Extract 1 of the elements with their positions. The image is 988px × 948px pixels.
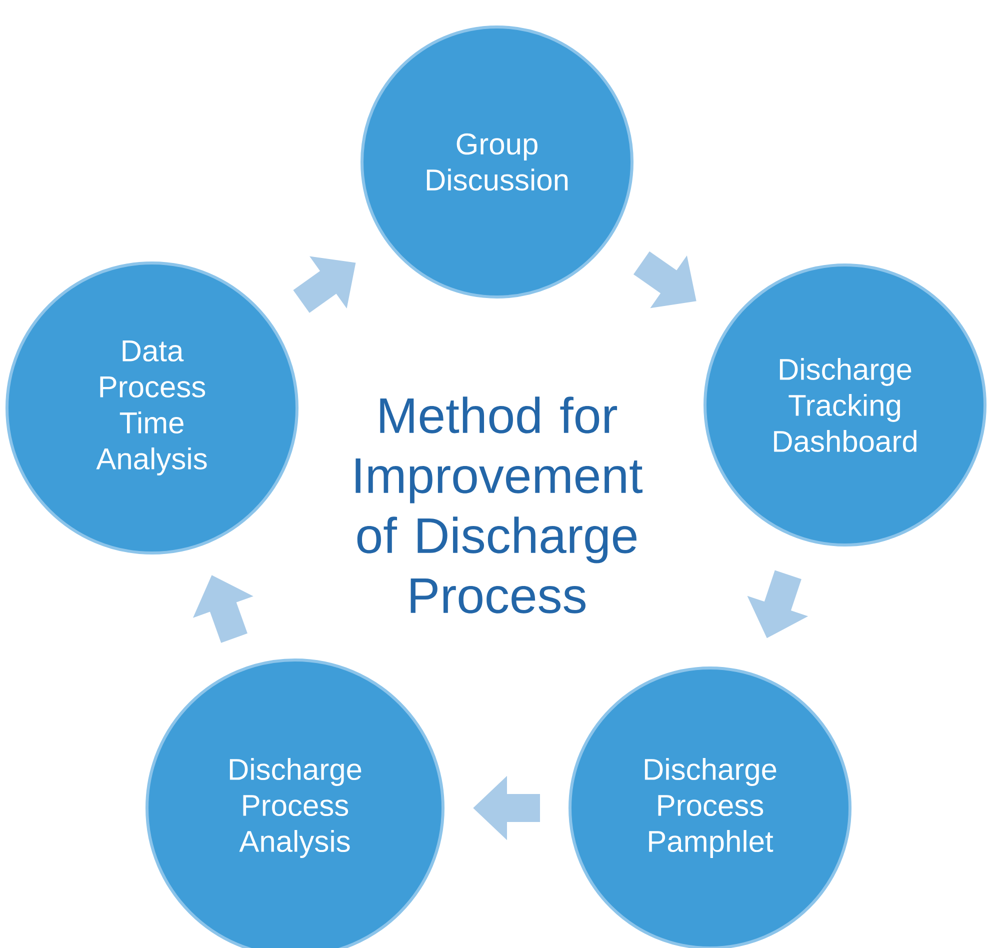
title: Method for Improvement of Discharge Process — [356, 396, 642, 614]
